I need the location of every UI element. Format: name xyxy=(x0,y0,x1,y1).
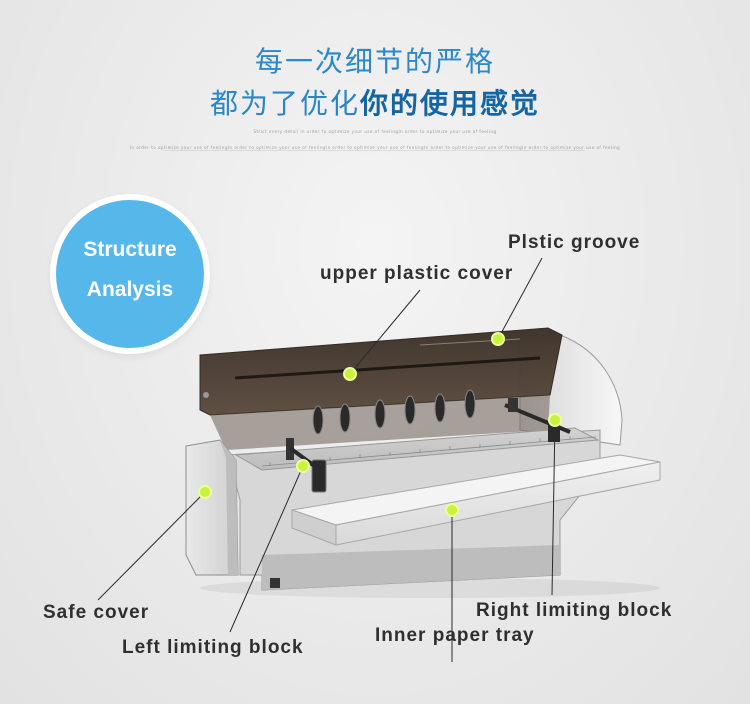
label-upper-plastic-cover: upper plastic cover xyxy=(320,263,514,284)
paper-tray-front xyxy=(335,461,661,546)
label-right-limiting-block: Right limiting block xyxy=(476,600,673,621)
label-safe-cover: Safe cover xyxy=(43,602,150,623)
headline-chinese-line2: 都为了优化你的使用感觉 xyxy=(0,82,750,122)
machine-foot-left xyxy=(270,578,280,588)
leader-lines xyxy=(97,257,556,662)
base-front-shade xyxy=(262,545,560,590)
structure-analysis-badge: Structure Analysis xyxy=(56,200,204,348)
cover-slot xyxy=(234,356,541,380)
divider xyxy=(165,150,585,151)
feed-bed xyxy=(234,427,600,471)
subtitle-english-line2: In order to optimize your use of feeling… xyxy=(129,145,621,150)
label-inner-paper-tray: Inner paper tray xyxy=(375,625,535,646)
headline-line2-part1: 都为了优化 xyxy=(209,87,360,120)
subtitle-english-line1: Strict every detail in order to optimize… xyxy=(253,129,497,134)
left-limiting-block-shape xyxy=(286,438,327,493)
label-left-limiting-block: Left limiting block xyxy=(122,637,304,658)
badge-line1: Structure xyxy=(83,238,177,261)
creasing-wheels xyxy=(312,389,476,435)
headline-chinese-line1: 每一次细节的严格 xyxy=(254,45,495,78)
safe-cover-side xyxy=(220,440,238,575)
badge-line2: Analysis xyxy=(86,278,174,301)
callout-dots xyxy=(198,332,562,517)
headline-line2-part2: 你的使用感觉 xyxy=(360,87,541,120)
label-plastic-groove: Plstic groove xyxy=(508,232,641,253)
cover-screw xyxy=(203,392,209,398)
